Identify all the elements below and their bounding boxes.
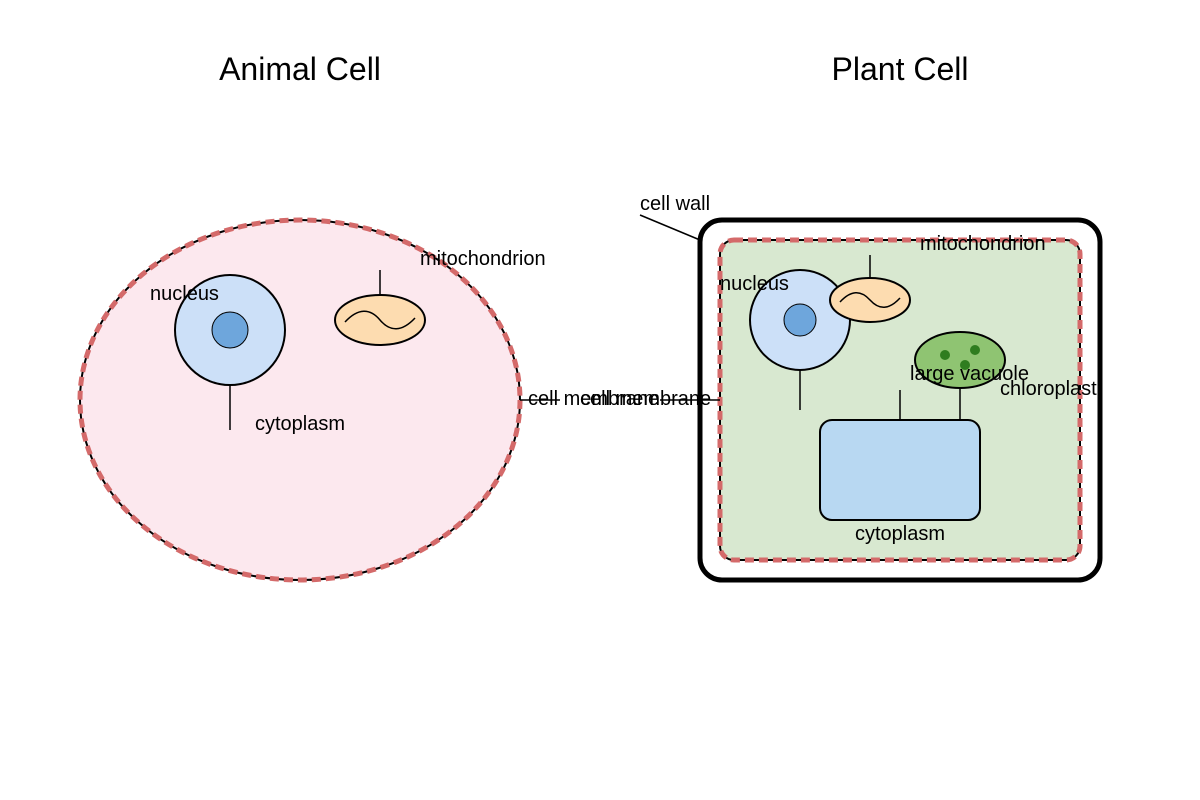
animal-cell: nucleus mitochondrion cytoplasm cell mem…	[77, 217, 659, 583]
animal-mitochondrion-label: mitochondrion	[420, 248, 546, 270]
chloroplast-granum	[960, 360, 970, 370]
plant-nucleolus	[783, 303, 817, 337]
plant-large-vacuole-label: large vacuole	[910, 363, 1029, 385]
plant-cell-title: Plant Cell	[832, 51, 969, 87]
plant-large-vacuole	[819, 419, 981, 521]
animal-mitochondrion-cristae	[344, 310, 416, 330]
animal-cytoplasm-label: cytoplasm	[255, 413, 345, 435]
plant-mitochondrion-label: mitochondrion	[920, 233, 1046, 255]
animal-cell-membrane-label: cell membrane	[528, 388, 659, 410]
plant-mitochondrion-cristae	[839, 292, 901, 308]
plant-cell-wall-label: cell wall	[640, 193, 710, 215]
plant-nucleus-label: nucleus	[720, 273, 789, 295]
plant-cell: cell wall nucleus mitochondrion chloropl…	[580, 193, 1103, 583]
plant-cell-wall-leader	[639, 214, 701, 241]
animal-cell-title: Animal Cell	[219, 51, 381, 87]
chloroplast-granum	[970, 345, 980, 355]
plant-chloroplast-label: chloroplast	[1000, 378, 1097, 400]
animal-nucleolus	[211, 311, 249, 349]
plant-cytoplasm-label: cytoplasm	[855, 523, 945, 545]
animal-nucleus-label: nucleus	[150, 283, 219, 305]
chloroplast-granum	[940, 350, 950, 360]
plant-cell-membrane-label: cell membrane	[580, 388, 711, 410]
